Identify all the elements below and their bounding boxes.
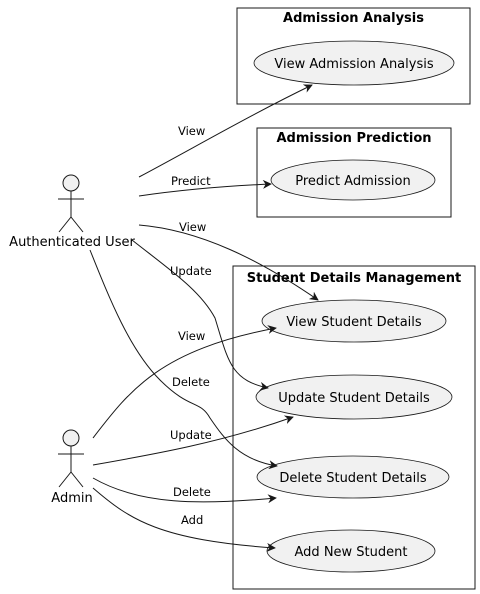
usecase-view-admission-analysis[interactable]: View Admission Analysis	[253, 40, 455, 86]
package-frame	[256, 127, 452, 218]
edge-user-update-student	[131, 239, 269, 391]
usecase-delete-student-details[interactable]: Delete Student Details	[256, 455, 450, 499]
edge-label: View	[178, 329, 205, 343]
usecase-view-student-details[interactable]: View Student Details	[261, 299, 447, 343]
actor-stick-figure-icon	[58, 174, 84, 233]
edge-label: Delete	[173, 485, 211, 499]
actor-label: Admin	[51, 491, 92, 506]
usecase-label: View Student Details	[286, 315, 422, 330]
usecase-label: Update Student Details	[278, 391, 430, 406]
edge-label: Delete	[172, 375, 210, 389]
edge-admin-update	[92, 415, 294, 466]
actor-stick-figure-icon	[58, 429, 84, 488]
package-admission-analysis: Admission Analysis	[236, 7, 471, 105]
edge-label: View	[178, 124, 205, 138]
edge-label: Update	[170, 428, 212, 442]
edge-user-delete-student	[89, 249, 278, 470]
edge-user-view-analysis	[138, 84, 313, 178]
usecase-label: Predict Admission	[295, 174, 410, 189]
edge-label: Predict	[171, 174, 211, 188]
usecase-label: Add New Student	[295, 545, 408, 560]
usecase-label: Delete Student Details	[279, 471, 426, 486]
edge-admin-add	[92, 487, 276, 552]
usecase-predict-admission[interactable]: Predict Admission	[270, 159, 436, 201]
edge-label: Add	[181, 513, 203, 527]
package-frame	[236, 7, 471, 105]
actor-label: Authenticated User	[9, 235, 135, 250]
package-title: Admission Prediction	[276, 131, 431, 146]
actor-authenticated-user[interactable]: Authenticated User	[9, 174, 135, 250]
usecase-add-new-student[interactable]: Add New Student	[266, 529, 436, 573]
package-title: Admission Analysis	[283, 11, 424, 26]
edge-user-predict	[138, 179, 272, 197]
actor-admin[interactable]: Admin	[51, 429, 93, 506]
edge-label: Update	[170, 264, 212, 278]
package-frame	[232, 265, 476, 590]
usecase-update-student-details[interactable]: Update Student Details	[255, 374, 453, 420]
edge-admin-view	[92, 325, 277, 439]
package-admission-prediction: Admission Prediction	[256, 127, 452, 218]
package-title: Student Details Management	[247, 271, 461, 286]
edge-user-view-student	[138, 224, 319, 301]
edge-label: View	[179, 220, 206, 234]
usecase-label: View Admission Analysis	[274, 57, 433, 72]
package-student-details: Student Details Management	[232, 265, 476, 590]
edge-admin-delete	[92, 477, 277, 504]
